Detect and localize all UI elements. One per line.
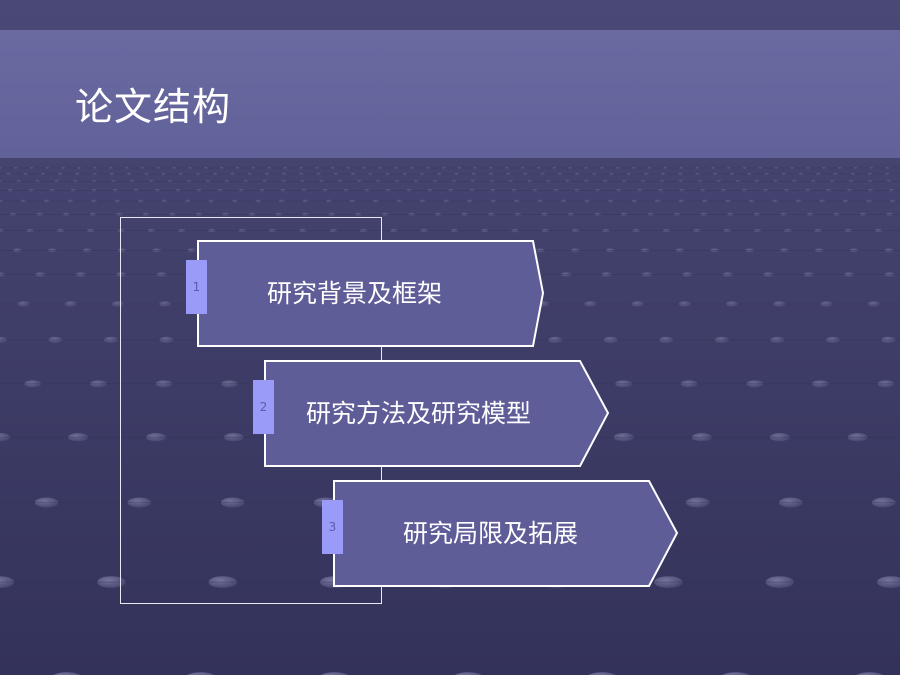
- step-1: 1 研究背景及框架: [186, 240, 547, 348]
- step-1-arrow-shape: [197, 240, 545, 347]
- step-1-number-tab: 1: [186, 260, 207, 314]
- step-2: 2 研究方法及研究模型: [253, 360, 614, 468]
- step-3-arrow-shape: [333, 480, 679, 587]
- step-2-label: 研究方法及研究模型: [306, 399, 532, 428]
- step-2-number-tab: 2: [253, 380, 274, 434]
- slide-title: 论文结构: [75, 85, 232, 129]
- step-3: 3 研究局限及拓展: [322, 480, 683, 588]
- step-1-label: 研究背景及框架: [267, 279, 443, 308]
- title-band: [0, 30, 900, 158]
- step-3-label: 研究局限及拓展: [403, 519, 579, 548]
- step-3-number-tab: 3: [322, 500, 343, 554]
- step-2-arrow-shape: [264, 360, 610, 467]
